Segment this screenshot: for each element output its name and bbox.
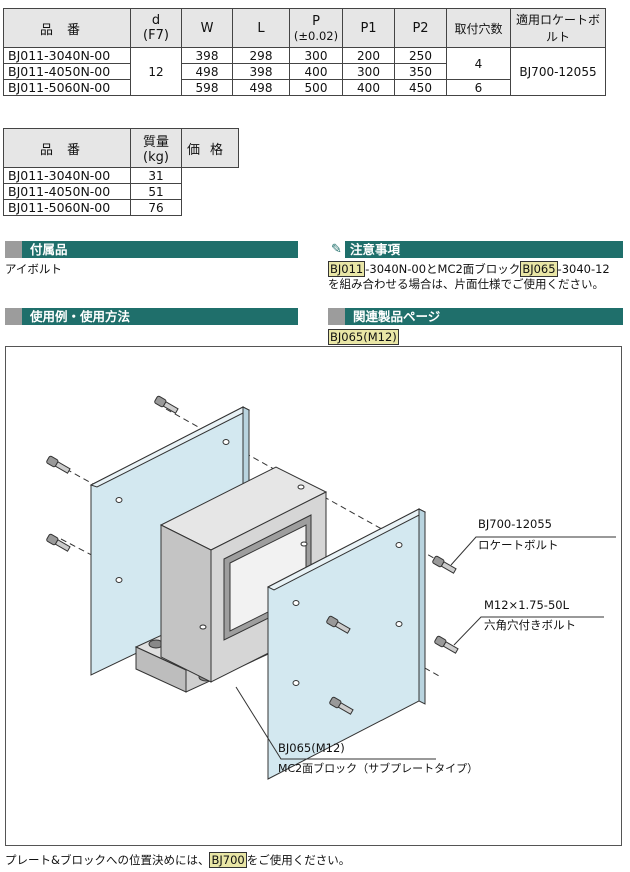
pencil-icon: ✎ bbox=[328, 241, 345, 258]
callout-block-name: MC2面ブロック（サブプレートタイプ） bbox=[278, 762, 479, 775]
w-cell: 498 bbox=[181, 63, 233, 80]
bolt-icon bbox=[326, 615, 351, 634]
header-w: W bbox=[181, 8, 233, 48]
w-cell: 598 bbox=[181, 79, 233, 96]
right-plate bbox=[266, 508, 427, 780]
link-bj011[interactable]: BJ011 bbox=[328, 261, 366, 277]
header-model: 品番 bbox=[3, 8, 131, 48]
p-cell: 400 bbox=[289, 63, 343, 80]
accessories-text: アイボルト bbox=[5, 262, 62, 276]
bolt-icon bbox=[329, 696, 354, 715]
link-bj700[interactable]: BJ700 bbox=[209, 852, 247, 868]
table-row: BJ011-4050N-00 498 398 400 300 350 bbox=[3, 63, 606, 80]
assembly-illustration bbox=[46, 395, 616, 780]
callout-bolt-name: ロケートボルト bbox=[478, 538, 559, 552]
callout-block-code: BJ065(M12) bbox=[278, 741, 345, 755]
section-marker bbox=[328, 308, 345, 325]
l-cell: 298 bbox=[232, 47, 290, 64]
d-cell: 12 bbox=[130, 47, 182, 96]
spec-table: 品番 d(F7) W L P(±0.02) P1 P2 取付穴数 適用ロケートボ… bbox=[3, 8, 606, 96]
header-p: P(±0.02) bbox=[289, 8, 343, 48]
bolt-cell: BJ700-12055 bbox=[510, 47, 606, 96]
usage-illustration-frame: BJ700-12055 ロケートボルト M12×1.75-50L 六角穴付きボル… bbox=[5, 346, 622, 846]
mass-cell: 31 bbox=[130, 167, 182, 184]
section-marker bbox=[5, 241, 22, 258]
header-p2: P2 bbox=[394, 8, 447, 48]
header-price: 価格 bbox=[181, 128, 239, 168]
notes-header: ✎注意事項 bbox=[328, 241, 623, 258]
section-marker bbox=[5, 308, 22, 325]
bolt-icon bbox=[432, 555, 457, 574]
model-cell: BJ011-3040N-00 bbox=[3, 47, 131, 64]
callout-bolt-code: BJ700-12055 bbox=[478, 517, 552, 531]
table-row: BJ011-3040N-00 12 398 298 300 200 250 4 … bbox=[3, 47, 606, 96]
header-d: d(F7) bbox=[130, 8, 182, 48]
table-row: BJ011-3040N-00 31 bbox=[3, 167, 239, 216]
related-link-wrap: BJ065(M12) bbox=[328, 329, 399, 345]
leader-lines bbox=[235, 536, 616, 760]
model-cell: BJ011-3040N-00 bbox=[3, 167, 131, 184]
model-cell: BJ011-4050N-00 bbox=[3, 63, 131, 80]
mass-cell: 76 bbox=[130, 199, 182, 216]
callout-screw-spec: M12×1.75-50L bbox=[484, 598, 569, 612]
bolt-icon bbox=[434, 635, 459, 654]
p1-cell: 400 bbox=[342, 79, 395, 96]
header-p1: P1 bbox=[342, 8, 395, 48]
l-cell: 498 bbox=[232, 79, 290, 96]
mass-table: 品番 質量(kg) 価格 BJ011-3040N-00 31 BJ011-405… bbox=[3, 128, 239, 216]
header-model: 品番 bbox=[3, 128, 131, 168]
bolt-icon bbox=[154, 395, 179, 414]
header-holes: 取付穴数 bbox=[446, 8, 511, 48]
link-bj065-m12[interactable]: BJ065(M12) bbox=[328, 329, 399, 345]
bolt-icon bbox=[46, 455, 71, 474]
header-bolt: 適用ロケートボルト bbox=[510, 8, 606, 48]
bolts bbox=[46, 395, 459, 715]
p1-cell: 300 bbox=[342, 63, 395, 80]
header-l: L bbox=[232, 8, 290, 48]
link-bj065[interactable]: BJ065 bbox=[520, 261, 558, 277]
model-cell: BJ011-5060N-00 bbox=[3, 79, 131, 96]
holes-cell: 6 bbox=[446, 79, 511, 96]
related-header: 関連製品ページ bbox=[328, 308, 623, 325]
w-cell: 398 bbox=[181, 47, 233, 64]
accessories-header: 付属品 bbox=[5, 241, 298, 258]
bolt-icon bbox=[46, 533, 71, 552]
p-cell: 300 bbox=[289, 47, 343, 64]
p1-cell: 200 bbox=[342, 47, 395, 64]
table-row: BJ011-5060N-00 598 498 500 400 450 6 bbox=[3, 79, 606, 96]
p2-cell: 250 bbox=[394, 47, 447, 64]
p2-cell: 350 bbox=[394, 63, 447, 80]
model-cell: BJ011-4050N-00 bbox=[3, 183, 131, 200]
price-blank bbox=[181, 167, 239, 216]
model-cell: BJ011-5060N-00 bbox=[3, 199, 131, 216]
header-mass: 質量(kg) bbox=[130, 128, 182, 168]
usage-header: 使用例・使用方法 bbox=[5, 308, 298, 325]
table-row: BJ011-5060N-00 76 bbox=[3, 199, 239, 216]
mass-cell: 51 bbox=[130, 183, 182, 200]
holes-cell: 4 bbox=[446, 47, 511, 80]
l-cell: 398 bbox=[232, 63, 290, 80]
p-cell: 500 bbox=[289, 79, 343, 96]
callout-screw-name: 六角穴付きボルト bbox=[484, 618, 576, 632]
p2-cell: 450 bbox=[394, 79, 447, 96]
